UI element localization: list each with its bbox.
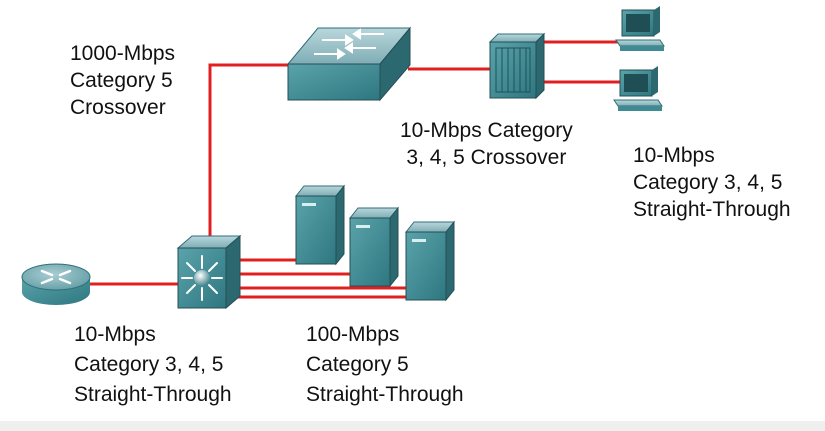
server-icon-2 — [348, 206, 400, 288]
multilayer-switch-icon — [176, 234, 242, 310]
router-link-cable-label: 10-Mbps Category 3, 4, 5 Straight-Throug… — [74, 320, 232, 410]
server-links-category: Category 5 — [306, 353, 409, 376]
server-icon-3 — [404, 220, 456, 302]
pc-links-category: Category 3, 4, 5 — [633, 171, 783, 194]
router-link-speed: 10-Mbps — [74, 323, 156, 346]
router-link-cable-type: Straight-Through — [74, 383, 232, 406]
router-icon — [21, 263, 91, 305]
hub-link-line-2: 3, 4, 5 Crossover — [406, 146, 567, 169]
router-link-category: Category 3, 4, 5 — [74, 353, 224, 376]
cable-multilayer-switch-to-workgroup-switch — [208, 63, 290, 238]
pc-links-cable-label: 10-Mbps Category 3, 4, 5 Straight-Throug… — [633, 142, 791, 223]
bottom-band — [0, 421, 825, 431]
pc-links-speed: 10-Mbps — [633, 144, 715, 167]
workgroup-switch-icon — [286, 26, 412, 102]
uplink-cable-type: Crossover — [70, 96, 166, 119]
pc-icon-1 — [615, 6, 665, 51]
hub-icon — [488, 32, 546, 100]
server-links-speed: 100-Mbps — [306, 323, 400, 346]
hub-link-line-1: 10-Mbps Category — [400, 119, 573, 142]
uplink-speed: 1000-Mbps — [70, 42, 176, 65]
hub-link-cable-label: 10-Mbps Category 3, 4, 5 Crossover — [400, 117, 573, 171]
pc-icon-2 — [613, 66, 663, 111]
server-icon-1 — [294, 184, 346, 266]
pc-links-cable-type: Straight-Through — [633, 198, 791, 221]
server-links-cable-type: Straight-Through — [306, 383, 464, 406]
server-links-cable-label: 100-Mbps Category 5 Straight-Through — [306, 320, 464, 410]
cables — [90, 40, 628, 299]
uplink-category: Category 5 — [70, 69, 173, 92]
uplink-cable-label: 1000-Mbps Category 5 Crossover — [70, 40, 175, 121]
